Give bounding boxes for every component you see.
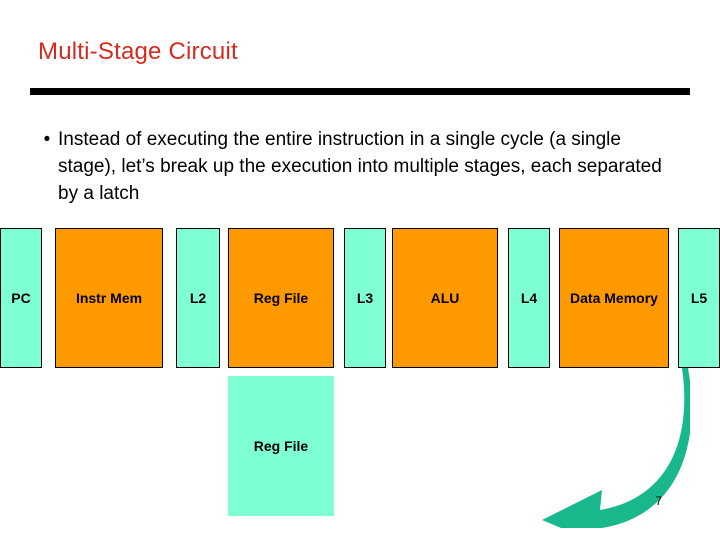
block-pc: PC (0, 228, 42, 368)
block-l3: L3 (344, 228, 386, 368)
block-label: L2 (189, 289, 207, 306)
block-label: Instr Mem (75, 289, 143, 306)
writeback-arrow (542, 368, 690, 528)
block-alu: ALU (392, 228, 498, 368)
page-title: Multi-Stage Circuit (38, 38, 238, 65)
block-label: Reg File (253, 289, 309, 306)
block-label: L4 (520, 289, 538, 306)
block-label: L5 (690, 289, 708, 306)
block-reg-file-writeback: Reg File (228, 376, 334, 516)
list-item: • Instead of executing the entire instru… (36, 126, 676, 207)
title-divider (30, 88, 690, 95)
block-instr-mem: Instr Mem (55, 228, 163, 368)
block-label: L3 (356, 289, 374, 306)
block-l4: L4 (508, 228, 550, 368)
pipeline-diagram: PC Instr Mem L2 Reg File L3 ALU L4 Data … (0, 228, 720, 528)
block-label: PC (11, 289, 31, 306)
block-label: Data Memory (570, 289, 658, 306)
block-label: Reg File (253, 437, 309, 454)
bullet-marker: • (43, 129, 51, 150)
bullet-text: Instead of executing the entire instruct… (58, 129, 662, 204)
block-l2: L2 (176, 228, 220, 368)
block-l5: L5 (678, 228, 720, 368)
block-reg-file: Reg File (228, 228, 334, 368)
block-label: ALU (430, 289, 460, 306)
block-data-memory: Data Memory (559, 228, 669, 368)
page-number: 7 (655, 494, 662, 508)
bullet-list: • Instead of executing the entire instru… (36, 126, 676, 207)
